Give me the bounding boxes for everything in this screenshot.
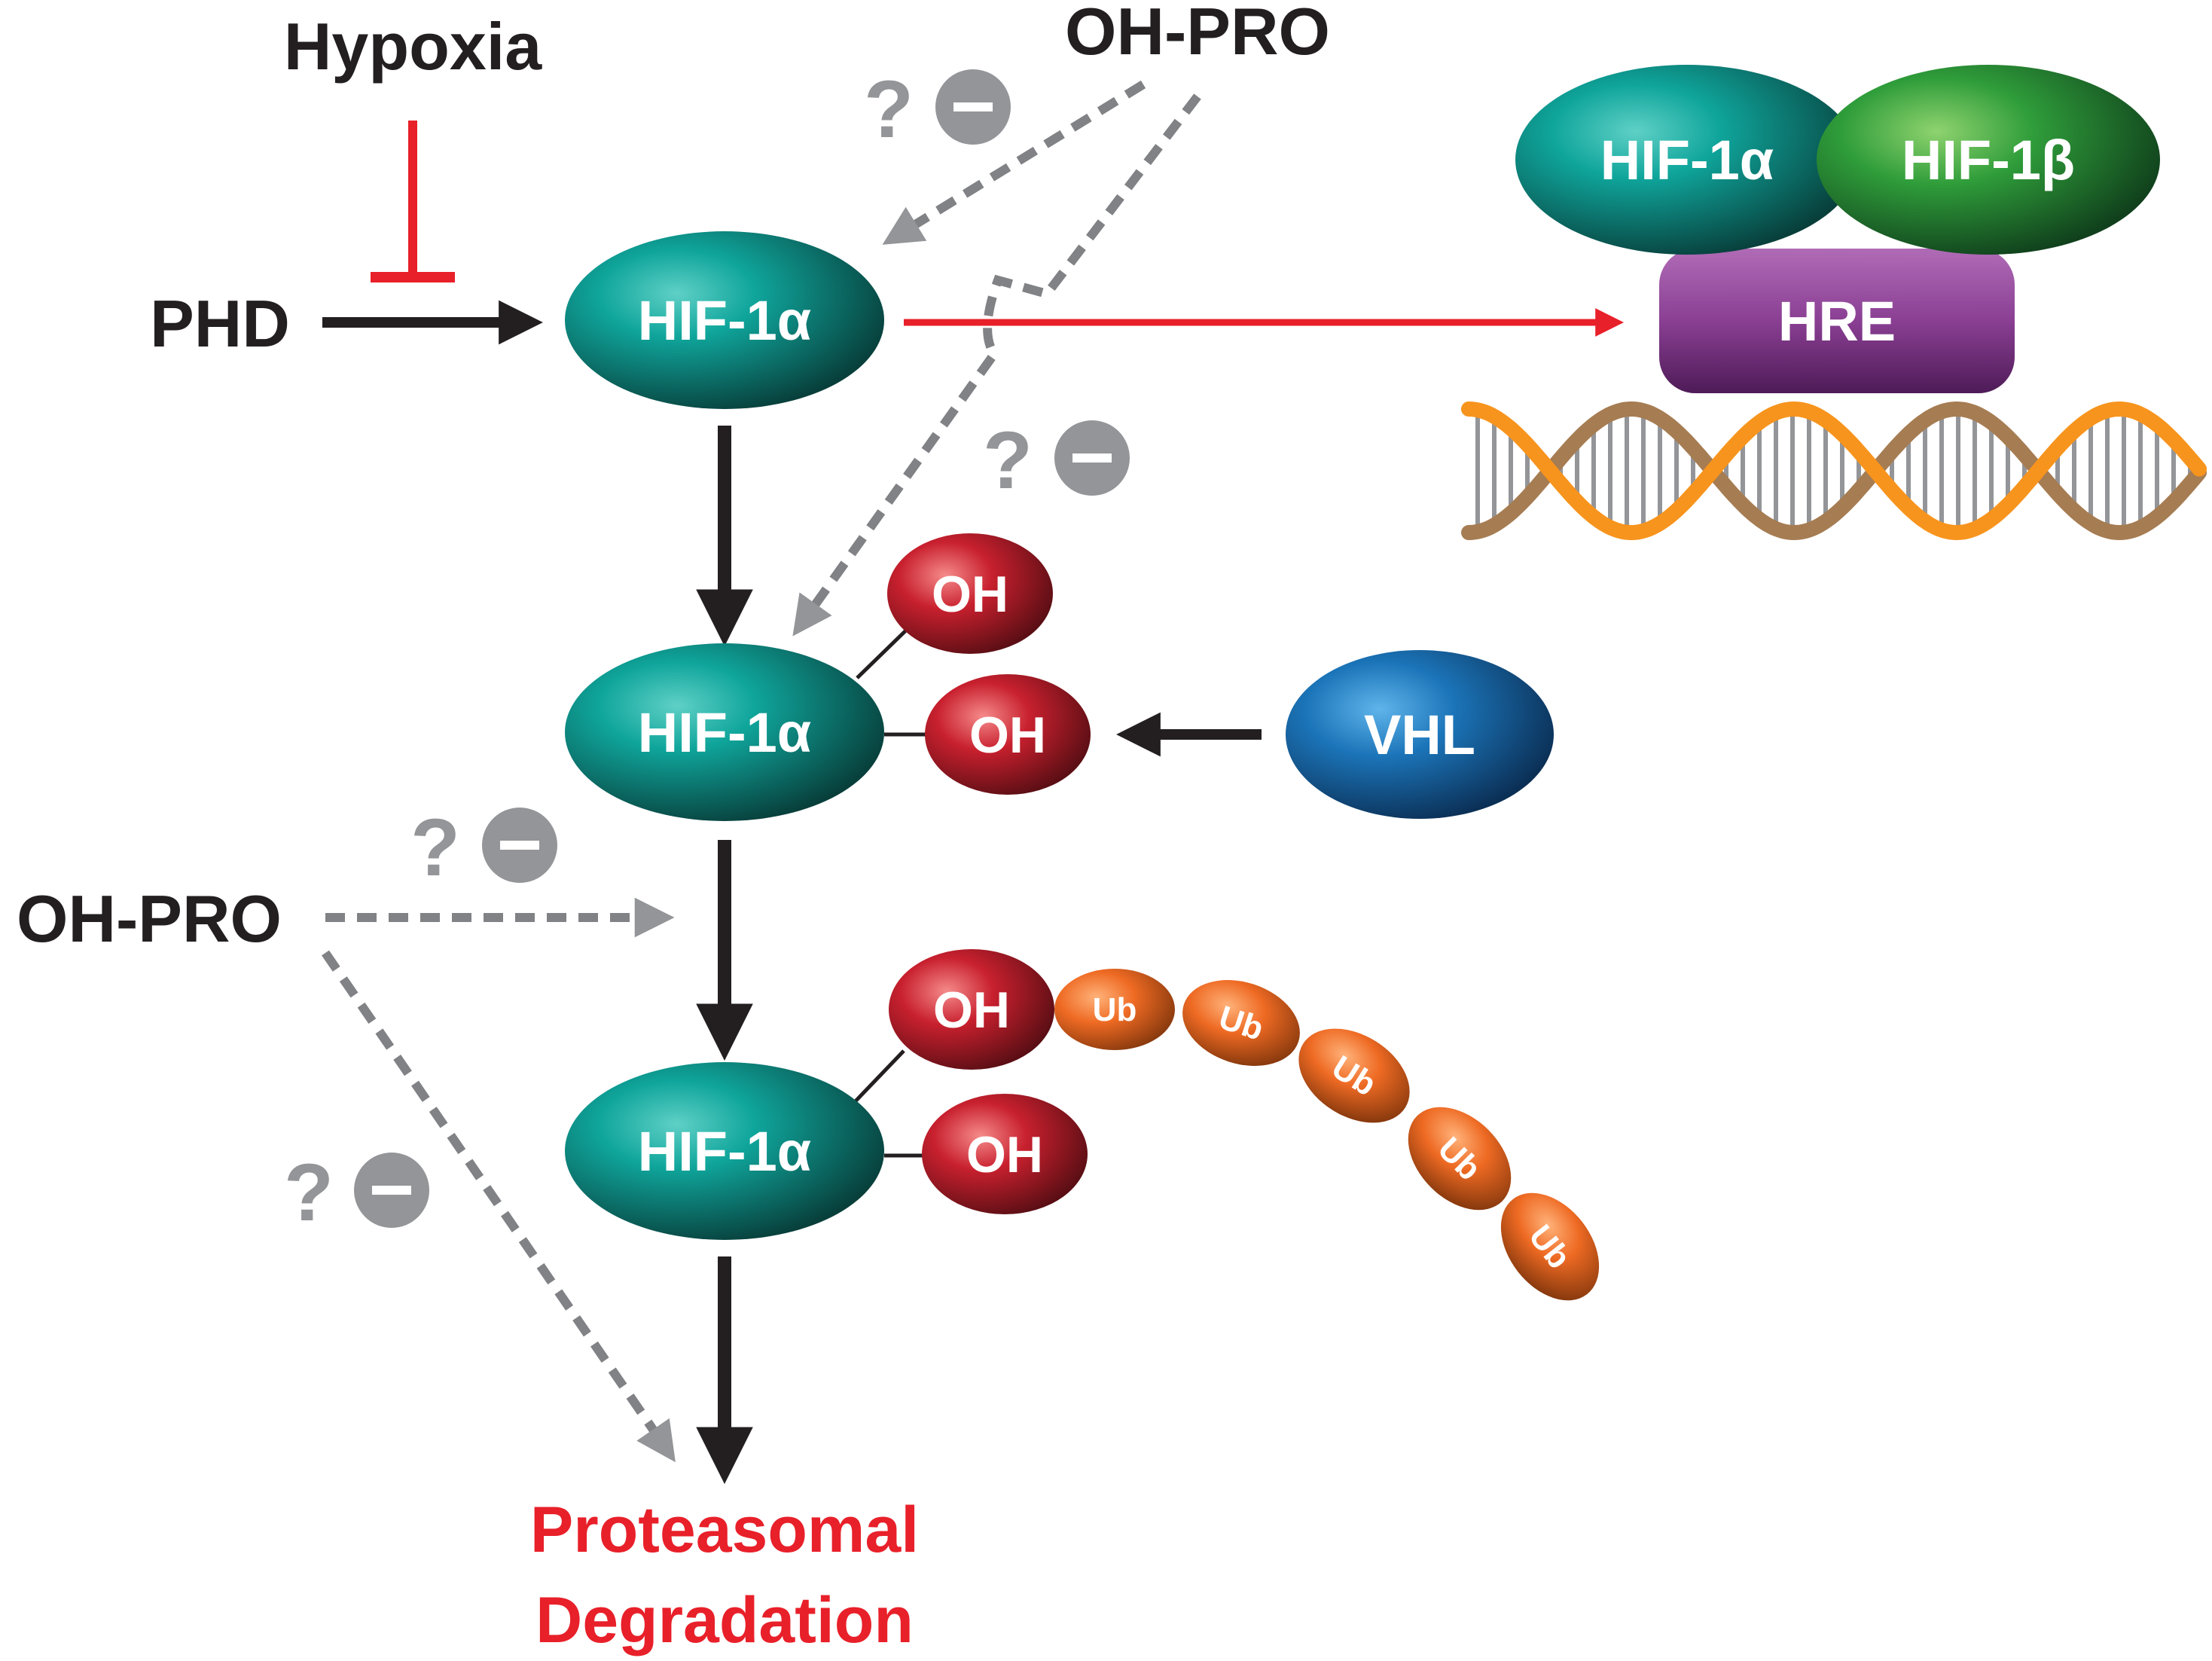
oh-pro-top-label: OH-PRO [1065,0,1330,69]
hypoxia-label: Hypoxia [284,9,542,84]
hif1a-node-complex: HIF-1α [1515,65,1859,255]
hre-box: HRE [1659,249,2015,393]
ub-4: Ub [1408,1107,1512,1211]
oh-pro-dashed-arrow-4 [322,950,676,1463]
oh-label: OH [969,707,1046,764]
hif1a-node-ubiquitinated: HIF-1α [565,1062,884,1240]
question-mark-icon: ? [410,801,460,893]
hif1a-node-hydroxylated: HIF-1α [565,643,884,821]
degradation-label-line1: Proteasomal [530,1494,919,1566]
oh-bond-ub-upper [848,1049,905,1109]
oh-pro-left-label: OH-PRO [17,881,282,956]
oh-label: OH [932,566,1008,623]
oh-pro-dashed-arrow-1 [882,80,1146,245]
ub-label: Ub [1093,991,1137,1028]
degradation-label-line2: Degradation [535,1584,914,1656]
unknown-inhibition-marker-4: ? [284,1147,429,1238]
phd-label: PHD [150,286,290,361]
hif1b-label: HIF-1β [1902,129,2075,191]
hif1a-label: HIF-1α [1600,129,1774,191]
hif1a-label: HIF-1α [638,289,812,352]
vhl-node: VHL [1286,650,1554,819]
hif1a-label: HIF-1α [638,701,812,764]
question-mark-icon: ? [864,63,914,154]
hif1b-node: HIF-1β [1817,65,2160,255]
hif1a-node-free: HIF-1α [565,231,884,409]
oh-group-ub-lower: OH [922,1094,1088,1214]
unknown-inhibition-marker-1: ? [864,63,1011,154]
dna-helix-icon [1461,401,2207,541]
ub-5: Ub [1500,1192,1600,1301]
oh-pro-dashed-arrow-2 [792,93,1201,637]
oh-group-lower: OH [925,674,1091,795]
question-mark-icon: ? [983,414,1033,505]
hre-label: HRE [1778,290,1896,353]
oh-group-upper: OH [887,533,1053,654]
oh-bond-upper [856,622,914,679]
ub-3: Ub [1298,1028,1410,1123]
unknown-inhibition-marker-3: ? [410,801,557,893]
unknown-inhibition-marker-2: ? [983,414,1130,505]
oh-label: OH [966,1126,1043,1183]
vhl-label: VHL [1364,704,1475,766]
hif1a-label: HIF-1α [638,1120,812,1183]
oh-label: OH [933,982,1010,1039]
question-mark-icon: ? [284,1147,334,1238]
hypoxia-inhibition-bar [371,121,455,282]
ub-chain: Ub Ub Ub Ub Ub [1054,969,1600,1301]
ub-1: Ub [1054,969,1175,1050]
oh-group-ub-upper: OH [889,949,1054,1070]
ub-2: Ub [1182,980,1300,1066]
